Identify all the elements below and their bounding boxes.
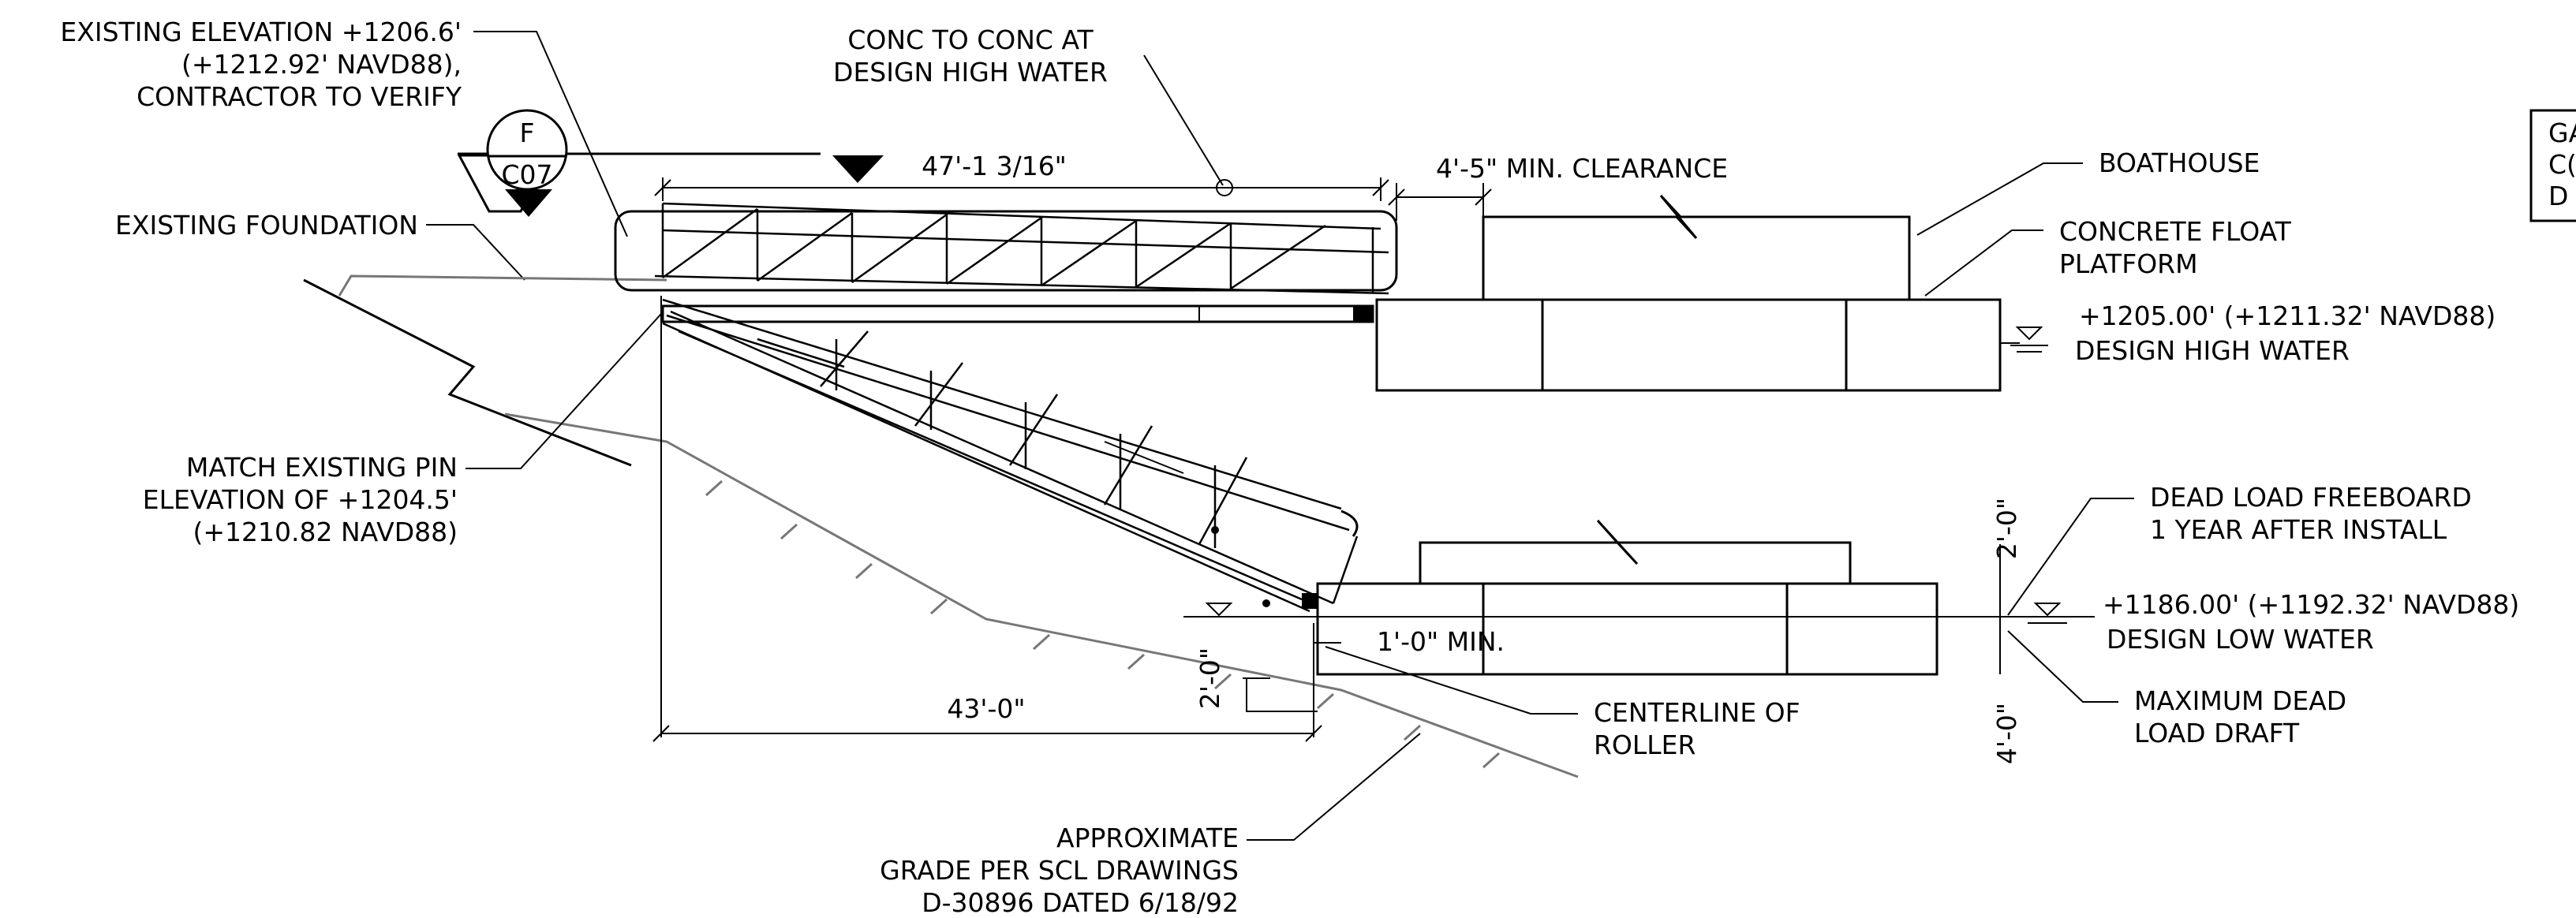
dim-bridge-length: 47'-1 3/16" (654, 151, 1389, 201)
dead-load-freeboard-label-2: 1 YEAR AFTER INSTALL (2150, 514, 2447, 545)
partial-note-2: C( (2548, 149, 2576, 180)
roller-min-text: 1'-0" MIN. (1377, 626, 1505, 657)
concrete-float-label-1: CONCRETE FLOAT (2059, 216, 2292, 247)
dim-draft: 4'-0" (1991, 619, 2022, 764)
max-dead-load-label-1: MAXIMUM DEAD (2134, 685, 2346, 716)
section-letter: F (520, 118, 535, 148)
match-pin-label-1: MATCH EXISTING PIN (186, 452, 458, 483)
boathouse-leader (1916, 162, 2083, 236)
horizontal-run-text: 43'-0" (947, 693, 1025, 724)
match-pin-leader (465, 313, 662, 469)
bridge-length-text: 47'-1 3/16" (922, 151, 1067, 181)
high-water-label: DESIGN HIGH WATER (2075, 335, 2350, 366)
partial-note-3: D (2548, 181, 2568, 211)
centerline-roller-leader (1325, 646, 1578, 715)
dim-min-clearance: 4'-5" MIN. CLEARANCE (1388, 153, 1728, 221)
match-pin-label-2: ELEVATION OF +1204.5' (143, 484, 458, 515)
gangway-high-water (614, 202, 1398, 295)
conc-to-conc-label-1: CONC TO CONC AT (847, 24, 1094, 55)
match-pin-label-3: (+1210.82 NAVD88) (193, 517, 458, 547)
dead-load-freeboard-leader (2007, 498, 2134, 616)
grade-hatch (705, 480, 1501, 769)
existing-elevation-label-1: EXISTING ELEVATION +1206.6' (60, 17, 462, 47)
existing-foundation-leader (426, 224, 525, 281)
section-arrow-left (505, 189, 552, 217)
approx-grade-label-1: APPROXIMATE (1056, 823, 1239, 853)
boathouse-label: BOATHOUSE (2099, 147, 2260, 178)
approx-grade-label-2: GRADE PER SCL DRAWINGS (880, 855, 1239, 886)
low-water-elev-label: +1186.00' (+1192.32' NAVD88) (2103, 589, 2519, 620)
centerline-roller-label-2: ROLLER (1594, 730, 1696, 760)
dim-horizontal-run: 43'-0" (652, 296, 1322, 742)
approx-grade-leader (1247, 733, 1421, 841)
existing-foundation-label: EXISTING FOUNDATION (115, 210, 418, 241)
water-line-low (1183, 603, 2095, 624)
concrete-float-leader (1924, 230, 2043, 297)
draft-text: 4'-0" (1991, 703, 2022, 764)
low-water-label: DESIGN LOW WATER (2107, 624, 2374, 655)
roller-offset-text: 2'-0" (1195, 647, 1225, 709)
freeboard-text: 2'-0" (1991, 498, 2022, 559)
existing-elevation-label-2: (+1212.92' NAVD88), (181, 49, 462, 80)
concrete-float-label-2: PLATFORM (2059, 248, 2198, 279)
section-marker[interactable]: F C07 (457, 109, 884, 217)
dim-freeboard: 2'-0" (1991, 498, 2022, 619)
approx-grade-label-3: D-30896 DATED 6/18/92 (922, 887, 1239, 918)
max-dead-load-label-2: LOAD DRAFT (2134, 718, 2300, 748)
existing-foundation (303, 274, 1579, 778)
high-water-elev-label: +1205.00' (+1211.32' NAVD88) (2079, 300, 2496, 331)
section-marker-circle (486, 109, 568, 191)
conc-to-conc-leader (1143, 54, 1224, 186)
dim-roller-offset: 2'-0" (1195, 647, 1318, 712)
section-sheet: C07 (501, 159, 552, 190)
section-arrow-right (832, 155, 884, 183)
centerline-roller-label-1: CENTERLINE OF (1594, 697, 1800, 728)
dim-roller-min: 1'-0" MIN. (1314, 626, 1505, 657)
max-dead-load-leader (2007, 630, 2118, 703)
gangway-low-water (662, 298, 1359, 613)
conc-to-conc-label-2: DESIGN HIGH WATER (833, 57, 1108, 88)
partial-note-1: GA (2548, 118, 2576, 148)
existing-elevation-label-3: CONTRACTOR TO VERIFY (136, 81, 462, 112)
concrete-float-high (1375, 194, 2002, 392)
gangway-deck (661, 304, 1374, 323)
min-clearance-text: 4'-5" MIN. CLEARANCE (1436, 153, 1728, 184)
dead-load-freeboard-label-1: DEAD LOAD FREEBOARD (2150, 482, 2472, 513)
existing-elevation-leader (473, 31, 628, 237)
water-line-high (2000, 327, 2048, 353)
partial-note-box: GA C( D (2529, 109, 2576, 222)
